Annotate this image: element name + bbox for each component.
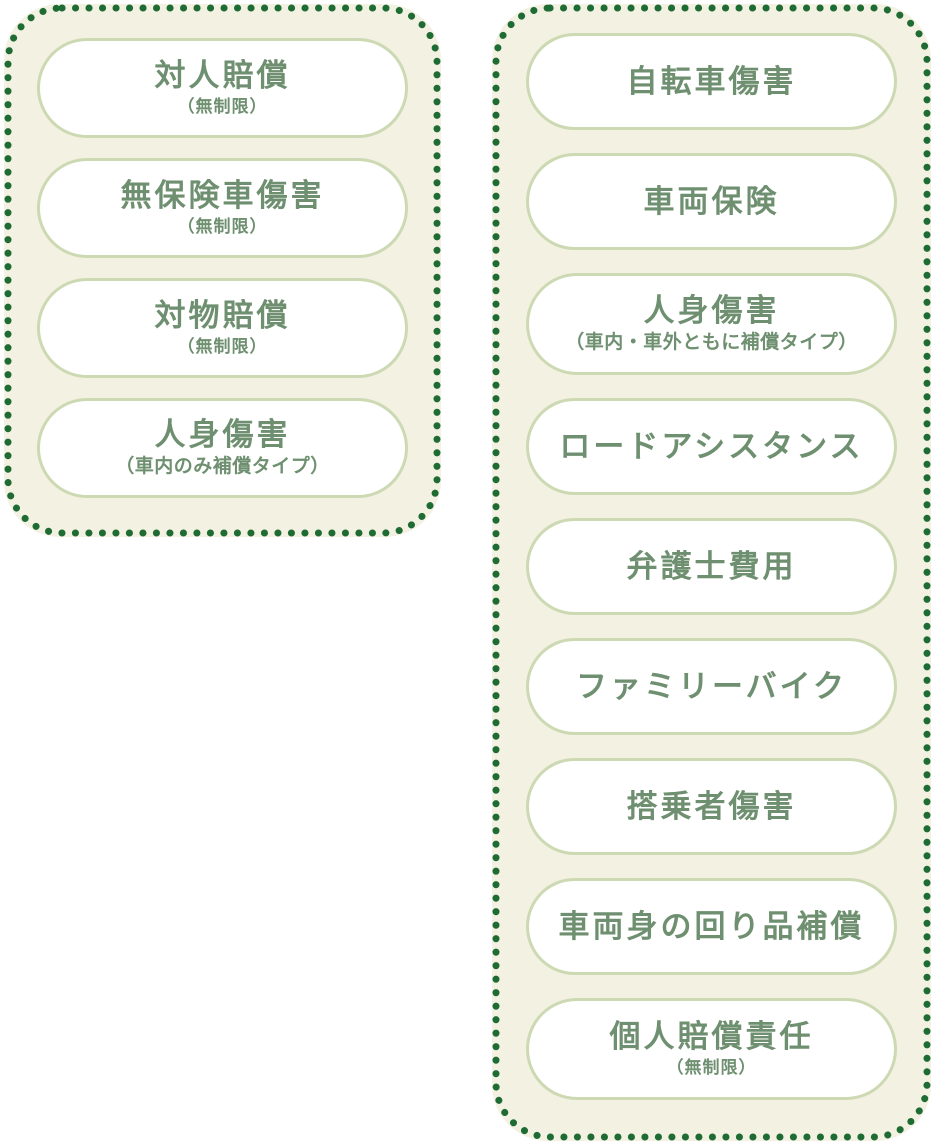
coverage-sublabel: （車内のみ補償タイプ） — [115, 455, 330, 477]
coverage-label: 対物賠償 — [154, 298, 291, 334]
coverage-pill: ファミリーバイク — [526, 638, 897, 735]
coverage-pill: 無保険車傷害 （無制限） — [37, 158, 408, 258]
coverage-label: 搭乗者傷害 — [626, 788, 797, 824]
coverage-pill: 対人賠償 （無制限） — [37, 38, 408, 138]
coverage-label: 人身傷害 — [154, 417, 291, 453]
coverage-label: 人身傷害 — [643, 293, 780, 329]
optional-coverage-panel: 自転車傷害 車両保険 人身傷害 （車内・車外ともに補償タイプ） ロードアシスタン… — [492, 4, 931, 1141]
coverage-sublabel: （無制限） — [177, 97, 268, 117]
coverage-label: 弁護士費用 — [626, 548, 797, 584]
coverage-pill: 自転車傷害 — [526, 33, 897, 130]
coverage-label: 自転車傷害 — [626, 63, 797, 99]
coverage-pill: 車両保険 — [526, 153, 897, 250]
basic-coverage-panel: 対人賠償 （無制限） 無保険車傷害 （無制限） 対物賠償 （無制限） 人身傷害 … — [4, 4, 441, 537]
coverage-sublabel: （無制限） — [666, 1058, 757, 1078]
coverage-sublabel: （無制限） — [177, 337, 268, 357]
coverage-label: 車両身の回り品補償 — [558, 908, 865, 944]
coverage-label: 対人賠償 — [154, 58, 291, 94]
coverage-label: 無保険車傷害 — [120, 178, 325, 214]
coverage-label: ファミリーバイク — [575, 668, 848, 704]
coverage-pill: 人身傷害 （車内・車外ともに補償タイプ） — [526, 273, 897, 375]
coverage-label: 個人賠償責任 — [609, 1019, 814, 1055]
coverage-pill: 搭乗者傷害 — [526, 758, 897, 855]
coverage-sublabel: （無制限） — [177, 217, 268, 237]
coverage-sublabel: （車内・車外ともに補償タイプ） — [565, 331, 858, 353]
coverage-label: 車両保険 — [643, 183, 780, 219]
coverage-pill: 個人賠償責任 （無制限） — [526, 998, 897, 1100]
coverage-pill: 車両身の回り品補償 — [526, 878, 897, 975]
coverage-pill: 弁護士費用 — [526, 518, 897, 615]
coverage-label: ロードアシスタンス — [559, 428, 864, 464]
coverage-pill: 人身傷害 （車内のみ補償タイプ） — [37, 398, 408, 498]
coverage-pill: 対物賠償 （無制限） — [37, 278, 408, 378]
coverage-pill: ロードアシスタンス — [526, 398, 897, 495]
